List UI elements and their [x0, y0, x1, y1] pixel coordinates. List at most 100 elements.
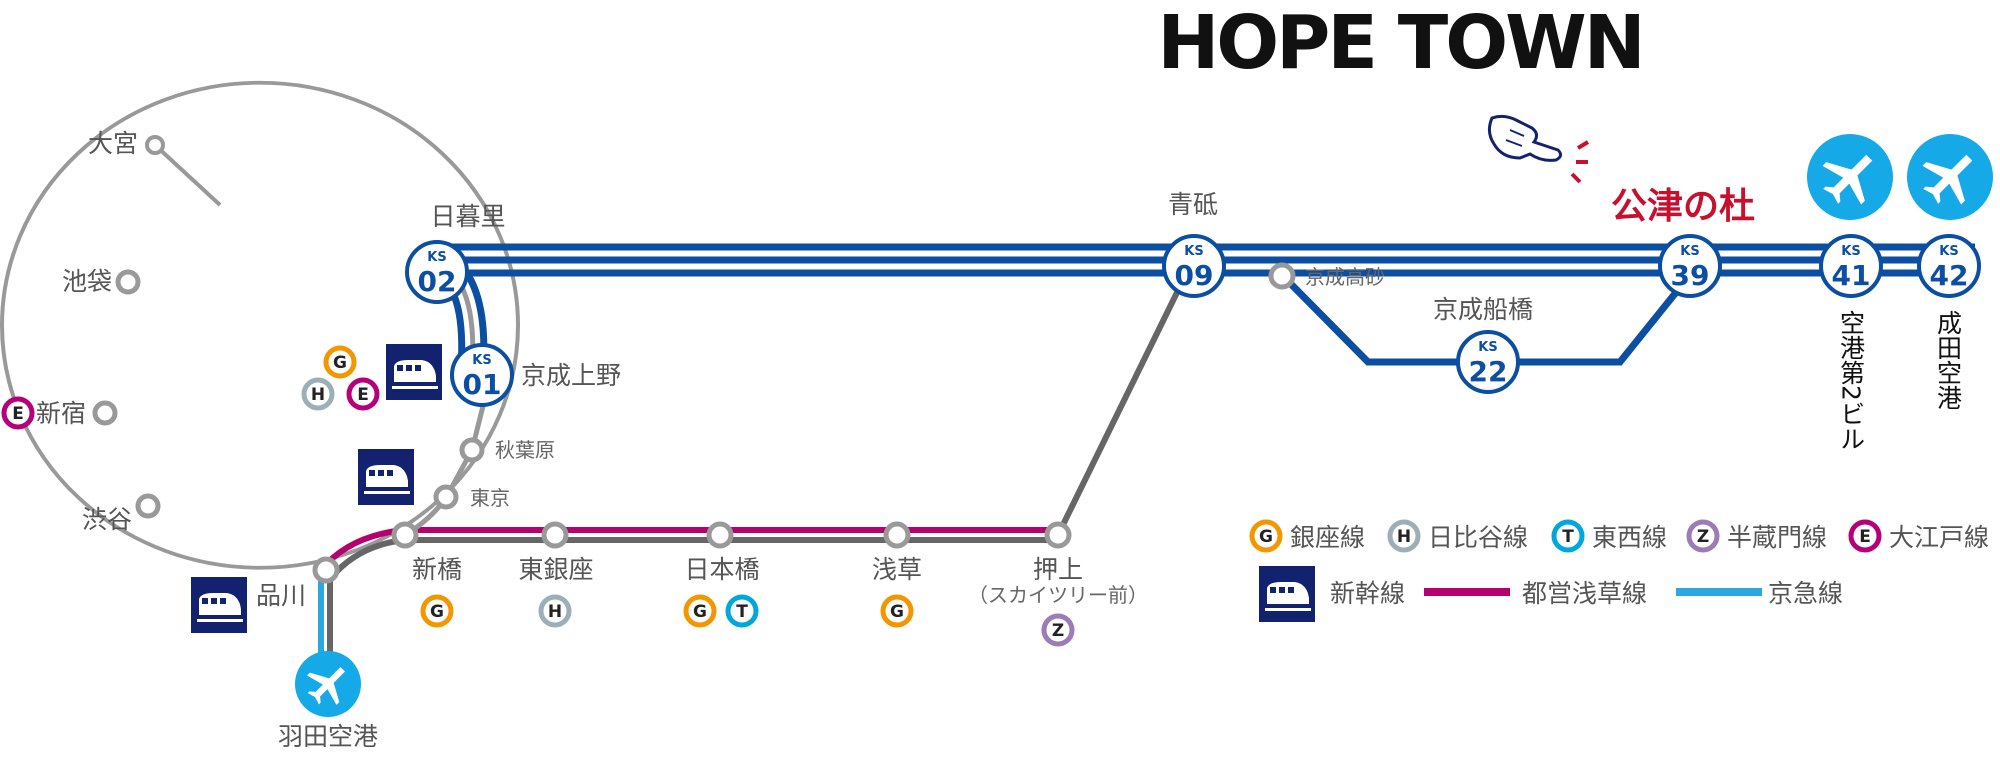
station-dot-shinjuku [92, 400, 118, 426]
line-mark-tozai: T [725, 594, 759, 628]
legend-item-tozai: T 東西線 [1551, 519, 1667, 553]
svg-text:KS: KS [427, 250, 446, 265]
station-dot-shinbashi [391, 521, 419, 549]
shinkansen-icon [386, 344, 442, 400]
station-dot-nihonbashi [706, 521, 734, 549]
station-label-akihabara: 秋葉原 [495, 438, 555, 462]
svg-text:H: H [548, 602, 562, 622]
svg-text:E: E [1859, 527, 1871, 547]
station-label-nihonbashi: 日本橋 [684, 555, 759, 584]
svg-text:T: T [736, 602, 748, 622]
svg-text:KS: KS [1939, 244, 1958, 259]
airplane-icon [1907, 134, 1993, 220]
station-label-nippori: 日暮里 [430, 202, 505, 231]
svg-text:Z: Z [1052, 621, 1064, 641]
station-label-higashi-ginza: 東銀座 [518, 555, 593, 584]
line-mark-hibiya: H [538, 594, 572, 628]
svg-text:日比谷線: 日比谷線 [1428, 523, 1528, 552]
svg-text:09: 09 [1175, 259, 1214, 292]
station-dot-shinagawa [312, 556, 340, 584]
station-label-narita-airport: 成田空港 [1934, 310, 1963, 410]
svg-text:E: E [357, 385, 369, 405]
ks-badge-aoto: KS 09 [1162, 234, 1226, 298]
station-label-shinagawa: 品川 [256, 581, 306, 610]
pointing-hand-icon [1487, 114, 1590, 184]
station-label-keisei-ueno: 京成上野 [521, 361, 621, 390]
line-mark-ginza: G [683, 594, 717, 628]
line-mark-oedo: E [346, 377, 380, 411]
legend-item-ginza: G 銀座線 [1249, 519, 1365, 553]
svg-text:G: G [1259, 527, 1273, 547]
svg-text:大江戸線: 大江戸線 [1889, 523, 1989, 552]
station-dot-asakusa [883, 521, 911, 549]
station-label-shinbashi: 新橋 [412, 555, 462, 584]
legend-item-asakusa-line: 都営浅草線 [1424, 579, 1647, 608]
oshiage-aoto-connector [1055, 264, 1193, 537]
station-label-airport-t2: 空港第2ビル [1837, 310, 1866, 451]
svg-text:02: 02 [418, 265, 457, 298]
station-label-omiya: 大宮 [88, 129, 138, 158]
station-dot-akihabara [459, 437, 485, 463]
svg-text:42: 42 [1930, 259, 1969, 292]
station-label-ikebukuro: 池袋 [62, 267, 112, 296]
shinkansen-icon [191, 577, 247, 633]
station-dot-shibuya [135, 493, 161, 519]
station-dot-keisei-takasago [1268, 262, 1296, 290]
station-label-tokyo: 東京 [470, 486, 510, 510]
station-dot-oshiage [1044, 521, 1072, 549]
svg-text:銀座線: 銀座線 [1290, 523, 1365, 552]
station-dot-tokyo [433, 484, 459, 510]
ks-badge-nippori: KS 02 [405, 240, 469, 304]
svg-text:半蔵門線: 半蔵門線 [1727, 523, 1827, 552]
svg-text:都営浅草線: 都営浅草線 [1522, 579, 1647, 608]
legend-item-oedo: E 大江戸線 [1848, 519, 1989, 553]
yamanote-loop [0, 80, 520, 570]
ks-badge-narita: KS 42 [1917, 234, 1981, 298]
station-label-shibuya: 渋谷 [82, 505, 132, 534]
svg-text:H: H [1397, 527, 1411, 547]
tokyo-connector [403, 397, 488, 538]
station-label-keisei-takasago: 京成高砂 [1305, 265, 1385, 289]
line-mark-hibiya: H [301, 377, 335, 411]
svg-text:G: G [890, 602, 904, 622]
station-label-aoto: 青砥 [1168, 190, 1218, 219]
legend-item-shinkansen: 新幹線 [1330, 579, 1405, 608]
legend: G 銀座線 H 日比谷線 T 東西線 Z 半蔵門線 E 大江戸線 新幹線 都営 [1249, 519, 1989, 608]
ks-badge-kozunomori: KS 39 [1658, 234, 1722, 298]
legend-item-keikyu-line: 京急線 [1676, 579, 1843, 608]
svg-text:KS: KS [1478, 340, 1497, 355]
svg-text:T: T [1562, 527, 1574, 547]
svg-text:G: G [430, 602, 444, 622]
svg-text:新幹線: 新幹線 [1330, 579, 1405, 608]
ks-badge-funabashi: KS 22 [1456, 330, 1520, 394]
station-label-haneda: 羽田空港 [278, 722, 378, 751]
svg-text:東西線: 東西線 [1592, 523, 1667, 552]
legend-item-hanzomon: Z 半蔵門線 [1686, 519, 1827, 553]
svg-text:京急線: 京急線 [1768, 579, 1843, 608]
svg-text:01: 01 [463, 368, 502, 401]
legend-item-hibiya: H 日比谷線 [1387, 519, 1528, 553]
station-label-oshiage: 押上 [1033, 555, 1083, 584]
destination-label: 公津の杜 [1611, 186, 1755, 227]
station-label-asakusa: 浅草 [872, 555, 922, 584]
airplane-icon [295, 651, 361, 717]
svg-text:22: 22 [1469, 355, 1508, 388]
station-dot-omiya [145, 135, 165, 155]
svg-text:41: 41 [1832, 259, 1871, 292]
station-label-keisei-funabashi: 京成船橋 [1433, 295, 1533, 324]
svg-text:KS: KS [1841, 244, 1860, 259]
shinkansen-icon [358, 449, 414, 505]
logo: HOPE TOWN [1157, 0, 1642, 86]
svg-text:KS: KS [472, 353, 491, 368]
svg-text:G: G [333, 353, 347, 373]
line-mark-hanzomon: Z [1041, 613, 1075, 647]
svg-text:G: G [693, 602, 707, 622]
line-mark-ginza: G [420, 594, 454, 628]
svg-text:E: E [12, 404, 24, 424]
station-dot-ikebukuro [115, 269, 141, 295]
airplane-icon [1807, 134, 1893, 220]
line-mark-oedo: E [1, 396, 35, 430]
svg-text:Z: Z [1697, 527, 1709, 547]
station-label-shinjuku: 新宿 [36, 399, 86, 428]
ks-badge-keisei-ueno: KS 01 [450, 343, 514, 407]
